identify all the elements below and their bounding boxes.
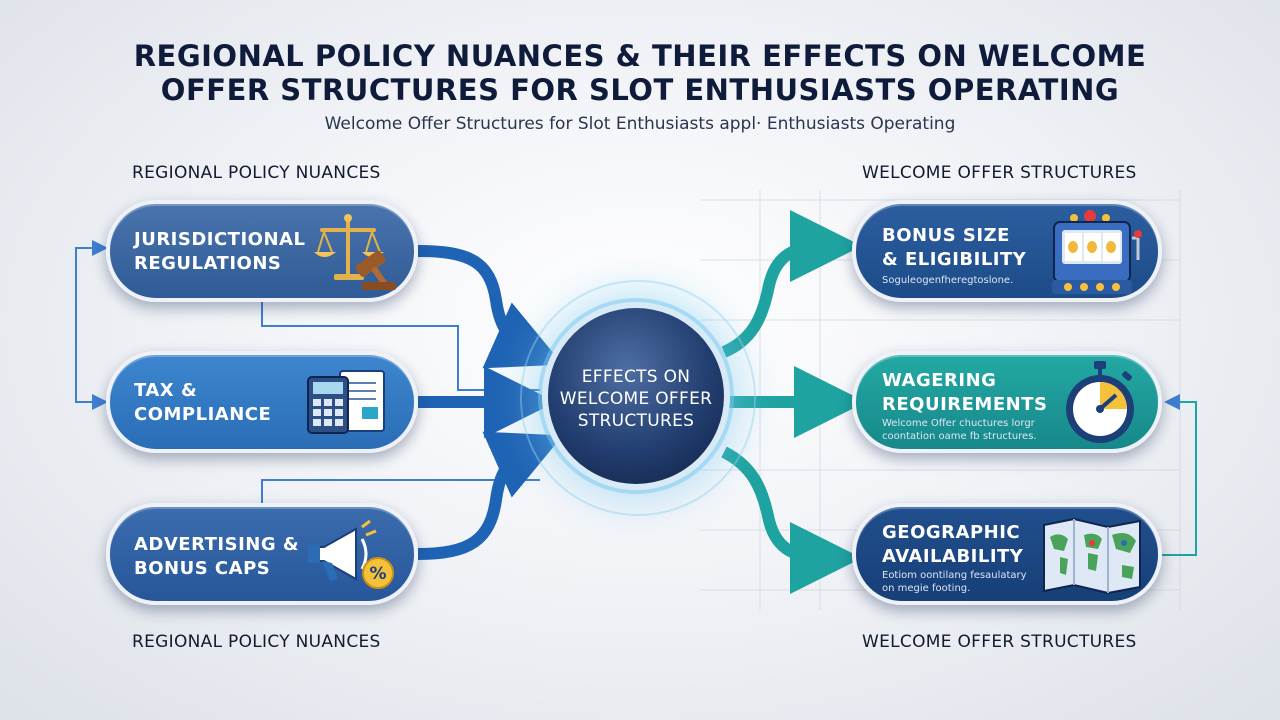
node-wager-desc-line-2: coontation oame fb structures. [882,431,1037,442]
node-advertising-line-2: BONUS CAPS [134,558,271,579]
node-advertising-line-1: ADVERTISING & [134,534,300,555]
world-map-icon [1043,517,1141,595]
scales-gavel-icon [314,214,396,291]
svg-text:%: % [369,564,386,584]
node-bonus-size-eligibility: BONUS SIZE & ELIGIBILITY Soguleogenfhere… [852,200,1162,302]
node-geo-title: GEOGRAPHIC AVAILABILITY [882,521,1023,569]
left-section-label-top: REGIONAL POLICY NUANCES [132,163,381,183]
connector-adv-hub [261,479,540,503]
title-line-1: REGIONAL POLICY NUANCES & THEIR EFFECTS … [133,39,1147,73]
node-bonus-line-2: & ELIGIBILITY [882,249,1027,270]
right-section-label-bottom: WELCOME OFFER STRUCTURES [862,632,1137,652]
hub-label: EFFECTS ON WELCOME OFFER STRUCTURES [548,366,724,432]
node-jurisdictional-regulations: JURISDICTIONAL REGULATIONS [106,200,418,302]
node-tax-compliance: TAX & COMPLIANCE [106,351,418,453]
node-advertising-bonus-caps: ADVERTISING & BONUS CAPS % [106,503,418,605]
node-bonus-title: BONUS SIZE & ELIGIBILITY [882,224,1026,272]
node-geo-desc-line-1: Eotiom oontilang fesaulatary [882,570,1027,581]
node-wager-title: WAGERING REQUIREMENTS [882,369,1047,417]
node-wager-desc-line-1: Welcome Offer chuctures lorgr [882,418,1035,429]
node-wager-line-2: REQUIREMENTS [882,394,1048,415]
title-line-2: OFFER STRUCTURES FOR SLOT ENTHUSIASTS OP… [160,73,1120,107]
subtitle: Welcome Offer Structures for Slot Enthus… [324,114,956,134]
hub-outer-ring [520,280,756,516]
node-wagering-requirements: WAGERING REQUIREMENTS Welcome Offer chuc… [852,351,1162,453]
node-tax-title: TAX & COMPLIANCE [134,379,271,427]
hub-circle: EFFECTS ON WELCOME OFFER STRUCTURES [548,308,724,484]
node-bonus-desc: Soguleogenfheregtoslone. [882,275,1014,286]
megaphone-percent-icon: % [308,519,394,589]
arrow-jur-to-hub [417,245,563,369]
node-tax-line-2: COMPLIANCE [134,404,272,425]
node-geo-desc-line-2: on megie footing. [882,583,971,594]
node-advertising-title: ADVERTISING & BONUS CAPS [134,533,299,581]
node-geo-line-2: AVAILABILITY [882,546,1024,567]
stopwatch-icon [1066,361,1134,443]
node-wager-line-1: WAGERING [882,370,997,391]
hub-label-line-3: STRUCTURES [577,411,695,431]
hub-label-line-1: EFFECTS ON [581,367,691,387]
right-feedback-arrow [1162,394,1197,556]
hub-label-line-2: WELCOME OFFER [559,389,713,409]
node-geographic-availability: GEOGRAPHIC AVAILABILITY Eotiom oontilang… [852,503,1162,605]
left-section-label-bottom: REGIONAL POLICY NUANCES [132,632,381,652]
node-bonus-line-1: BONUS SIZE [882,225,1010,246]
node-wager-desc: Welcome Offer chuctures lorgr coontation… [882,417,1037,443]
node-geo-line-1: GEOGRAPHIC [882,522,1021,543]
arrow-hub-to-bonus [721,210,862,358]
node-geo-desc: Eotiom oontilang fesaulatary on megie fo… [882,569,1027,595]
arrow-hub-to-geo [721,446,862,594]
left-feedback-arrow [75,247,108,410]
node-jurisdictional-line-2: REGULATIONS [134,253,282,274]
node-tax-line-1: TAX & [134,380,198,401]
node-jurisdictional-line-1: JURISDICTIONAL [134,229,306,250]
slot-machine-icon [1052,210,1142,294]
node-jurisdictional-title: JURISDICTIONAL REGULATIONS [134,228,305,276]
arrow-adv-to-hub [417,431,563,560]
right-section-label-top: WELCOME OFFER STRUCTURES [862,163,1137,183]
calculator-document-icon [307,370,385,434]
